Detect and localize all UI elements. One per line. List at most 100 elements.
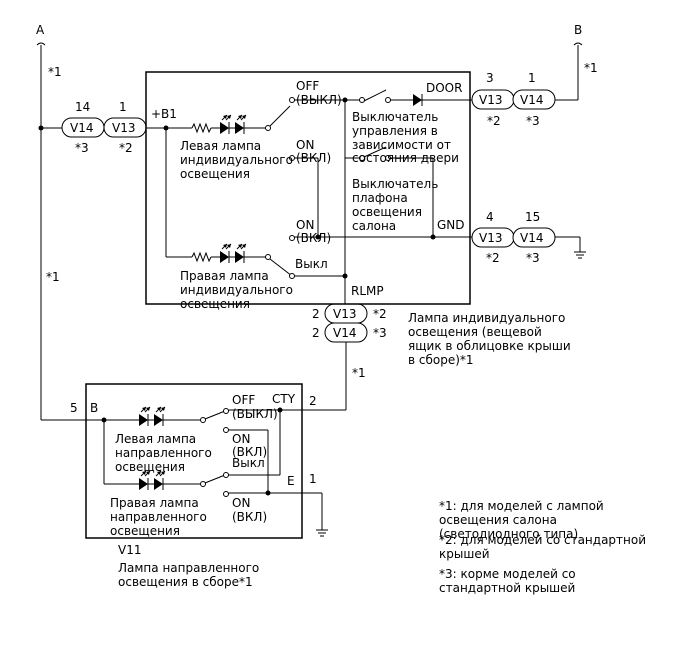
diode-icon	[413, 94, 422, 106]
led-icon	[219, 114, 247, 135]
note-ref: *1	[352, 366, 366, 380]
caption-line: освещения в сборе*1	[118, 575, 253, 589]
connector-label: V13	[112, 121, 135, 135]
connector-label: V14	[520, 93, 543, 107]
terminal-a: A	[36, 23, 46, 46]
legend-line: крышей	[439, 547, 490, 561]
right-lamp-label: Правая лампа	[180, 269, 269, 283]
pin-number: 1	[528, 71, 536, 85]
connector-label: V13	[479, 93, 502, 107]
legend-line: *3: корме моделей со	[439, 567, 576, 581]
legend-line: *1: для моделей с лампой	[439, 499, 604, 513]
on-label: ON	[232, 432, 250, 446]
right-spot-lamp-label: освещения	[110, 524, 180, 538]
note-ref: *1	[48, 65, 62, 79]
on-label: ON	[296, 218, 314, 232]
lower-lamp-unit: 5 B CTY 2 E 1 OFF (ВЫКЛ) ON	[70, 383, 317, 539]
connector-v13-left: V13	[103, 117, 147, 138]
left-lamp-label: Левая лампа	[180, 139, 261, 153]
off-label-ru: (ВЫКЛ)	[232, 407, 278, 421]
pin-number: 2	[312, 307, 320, 321]
note-ref: *3	[373, 326, 387, 340]
connector-v14-rlmp: V14	[324, 322, 368, 343]
connector-v14-door: V14	[512, 89, 556, 110]
caption-line: в сборе)*1	[408, 353, 474, 367]
connector-v11-label: V11	[118, 543, 141, 557]
left-spot-lamp-label: направленного	[115, 446, 212, 460]
off-label: OFF	[232, 393, 255, 407]
caption-line: Лампа направленного	[118, 561, 259, 575]
left-spot-lamp-label: освещения	[115, 460, 185, 474]
lower-unit-caption: V11 Лампа направленного освещения в сбор…	[118, 543, 259, 589]
room-switch-label: салона	[352, 219, 396, 233]
cty-terminal-label: CTY	[272, 392, 296, 406]
terminal-b-label: B	[574, 23, 582, 37]
connector-v14-left: V14	[61, 117, 105, 138]
legend: *1: для моделей с лампой освещения салон…	[439, 499, 646, 595]
upper-unit-caption: Лампа индивидуального освещения (вещевой…	[408, 311, 571, 367]
room-switch-label: освещения	[352, 205, 422, 219]
rlmp-terminal-label: RLMP	[351, 284, 384, 298]
pin-number: 4	[486, 210, 494, 224]
pin-number: 14	[75, 100, 90, 114]
ground-symbol	[316, 529, 328, 537]
pin-number: 5	[70, 401, 78, 415]
terminal-b: B	[573, 23, 583, 46]
note-ref: *2	[119, 141, 133, 155]
terminal-b-label: B	[90, 401, 98, 415]
door-switch-label: зависимости от	[352, 138, 451, 152]
note-ref: *3	[75, 141, 89, 155]
room-switch-label: плафона	[352, 191, 408, 205]
right-spot-lamp-label: Правая лампа	[110, 496, 199, 510]
connector-v13-rlmp: V13	[324, 303, 368, 324]
on-label-ru: (ВКЛ)	[232, 445, 267, 459]
connector-v13-gnd: V13	[471, 227, 515, 248]
vykl-label: Выкл	[295, 257, 328, 271]
note-ref: *3	[526, 251, 540, 265]
legend-line: стандартной крышей	[439, 581, 575, 595]
pin-number: 1	[309, 472, 317, 486]
gnd-terminal-label: GND	[437, 218, 465, 232]
door-switch-label: Выключатель	[352, 110, 438, 124]
right-lamp-label: освещения	[180, 297, 250, 311]
ground-symbol	[574, 251, 586, 259]
note-ref: *2	[486, 251, 500, 265]
door-terminal-label: DOOR	[426, 81, 462, 95]
connector-label: V13	[333, 307, 356, 321]
on-label-ru: (ВКЛ)	[232, 510, 267, 524]
led-icon	[138, 406, 166, 427]
connector-label: V13	[479, 231, 502, 245]
led-icon	[219, 243, 247, 264]
upper-lamp-unit: +B1	[145, 71, 471, 311]
pin-number: 15	[525, 210, 540, 224]
caption-line: освещения (вещевой	[408, 325, 542, 339]
note-ref: *2	[487, 114, 501, 128]
connector-label: V14	[70, 121, 93, 135]
pin-number: 2	[312, 326, 320, 340]
on-label-ru: (ВКЛ)	[296, 231, 331, 245]
door-switch-label: управления в	[352, 124, 438, 138]
pin-number: 2	[309, 394, 317, 408]
right-spot-lamp-label: направленного	[110, 510, 207, 524]
note-ref: *1	[584, 61, 598, 75]
legend-line: *2: для моделей со стандартной	[439, 533, 646, 547]
note-ref: *1	[46, 270, 60, 284]
left-lamp-label: освещения	[180, 167, 250, 181]
left-lamp-label: индивидуального	[180, 153, 293, 167]
connector-v13-door: V13	[471, 89, 515, 110]
left-spot-lamp-label: Левая лампа	[115, 432, 196, 446]
caption-line: Лампа индивидуального	[408, 311, 565, 325]
right-lamp-label: индивидуального	[180, 283, 293, 297]
connector-label: V14	[520, 231, 543, 245]
on-label-ru: (ВКЛ)	[296, 151, 331, 165]
legend-line: освещения салона	[439, 513, 557, 527]
connector-label: V14	[333, 326, 356, 340]
on-label: ON	[296, 138, 314, 152]
vykl-label: Выкл	[232, 456, 265, 470]
resistor-right	[191, 251, 212, 263]
door-switch-label: состояния двери	[352, 151, 459, 165]
connector-v14-gnd: V14	[512, 227, 556, 248]
caption-line: ящик в облицовке крыши	[408, 339, 571, 353]
legend-line: (светодиодного типа)	[439, 527, 578, 541]
